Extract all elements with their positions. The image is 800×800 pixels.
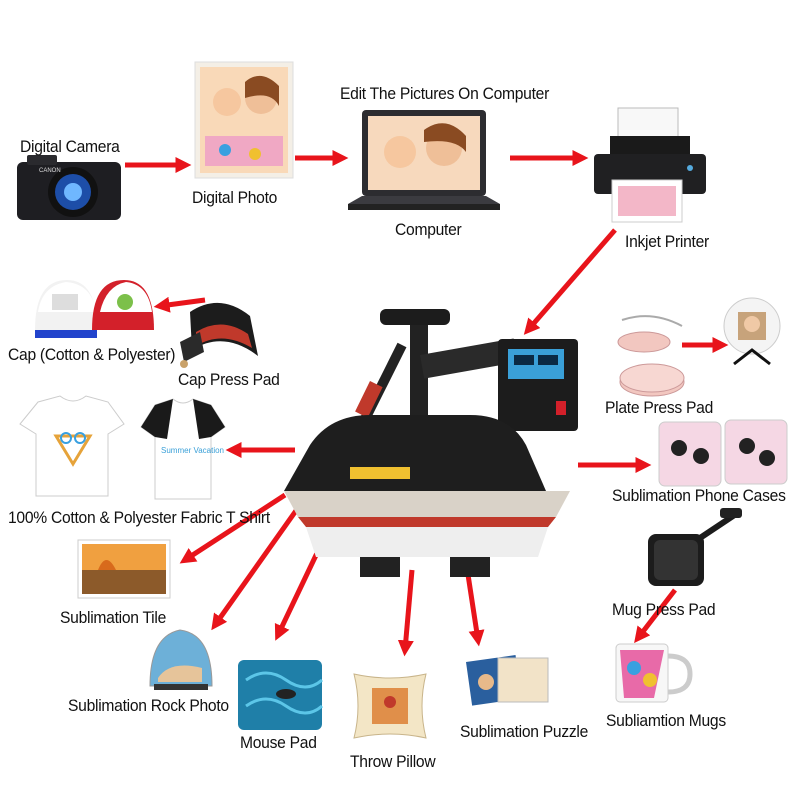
label-mug-press-pad: Mug Press Pad xyxy=(612,600,716,619)
label-tshirt: 100% Cotton & Polyester Fabric T Shirt xyxy=(8,508,270,527)
label-phone-cases: Sublimation Phone Cases xyxy=(612,486,786,505)
throw-pillow-image xyxy=(353,673,427,739)
label-digital-camera: Digital Camera xyxy=(20,137,120,156)
arrow-press-to-pillow xyxy=(397,569,415,657)
caps-image xyxy=(35,280,154,338)
arrow-mugpress-to-mugs xyxy=(634,588,677,644)
label-rock-photo: Sublimation Rock Photo xyxy=(68,696,229,715)
label-cap-press-pad: Cap Press Pad xyxy=(178,370,280,389)
label-puzzle: Sublimation Puzzle xyxy=(460,722,589,741)
label-computer: Computer xyxy=(395,220,462,239)
label-mouse-pad: Mouse Pad xyxy=(240,733,317,752)
label-edit-pictures: Edit The Pictures On Computer xyxy=(340,84,550,103)
sublimation-puzzle-image xyxy=(466,655,549,706)
digital-photo-image xyxy=(194,61,294,179)
inkjet-printer-icon xyxy=(594,107,706,223)
label-mugs: Subliamtion Mugs xyxy=(606,711,726,730)
sublimation-tile-image xyxy=(77,539,171,599)
heat-press-machine-image xyxy=(284,309,578,577)
tshirt-print-text: Summer Vacation xyxy=(161,446,224,455)
white-tshirt-image xyxy=(19,395,125,497)
raglan-tshirt-image: Summer Vacation xyxy=(140,398,226,500)
mouse-pad-image xyxy=(238,660,323,730)
label-inkjet-printer: Inkjet Printer xyxy=(625,232,709,251)
digital-camera-icon: CANON xyxy=(17,155,121,220)
mug-press-pad-image xyxy=(648,508,742,586)
arrow-press-to-rock xyxy=(211,503,303,631)
label-plate-press-pad: Plate Press Pad xyxy=(605,398,714,417)
arrow-press-to-tile xyxy=(179,492,287,564)
cap-press-pad-image xyxy=(180,302,258,368)
rock-photo-image xyxy=(149,629,213,690)
arrow-printer-to-press xyxy=(523,228,617,335)
phone-cases-image xyxy=(658,419,788,487)
plate-press-pad-image xyxy=(617,315,685,397)
label-cap: Cap (Cotton & Polyester) xyxy=(8,345,176,364)
sublimation-mugs-image xyxy=(615,643,693,703)
label-tile: Sublimation Tile xyxy=(60,608,167,627)
camera-brand: CANON xyxy=(39,168,61,174)
laptop-computer-icon xyxy=(348,110,500,210)
label-digital-photo: Digital Photo xyxy=(192,188,278,207)
label-throw-pillow: Throw Pillow xyxy=(350,752,436,771)
arrow-padpress-to-cap xyxy=(153,296,206,313)
sublimation-plate-image xyxy=(723,297,781,366)
